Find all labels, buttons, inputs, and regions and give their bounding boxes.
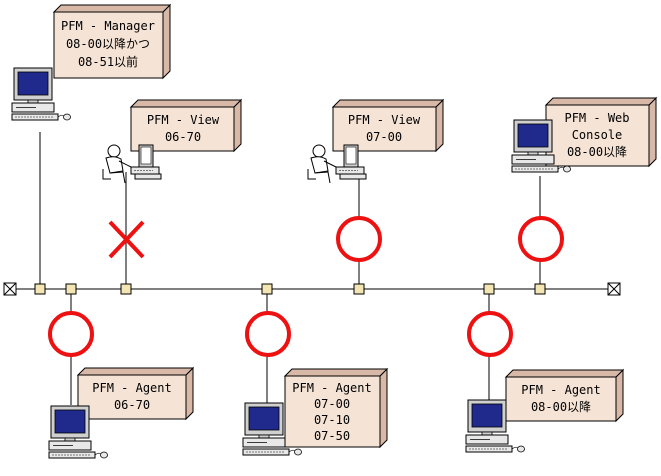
agent-old-label-box: PFM - Agent 06-70 [76,366,195,421]
view-new-label-line-1: PFM - View [348,113,421,127]
agent-mid-circle-mark-icon [245,311,291,357]
bus-node-view-new [353,283,365,295]
view-old-label-line-2: 06-70 [165,130,201,144]
web-console-label-box: PFM - Web Console 08-00以降 [544,96,658,168]
manager-label-line-2: 08-00以降かつ [66,37,150,51]
agent-mid-label-line-3: 07-10 [314,413,350,427]
bus-node-manager [34,283,46,295]
agent-mid-label-line-1: PFM - Agent [292,381,371,395]
agent-new-label-line-2: 08-00以降 [531,400,591,414]
view-old-label-box: PFM - View 06-70 [129,98,243,153]
bus-node-agent-old [65,283,77,295]
agent-old-label-line-2: 06-70 [114,398,150,412]
agent-new-label-box: PFM - Agent 08-00以降 [504,368,625,423]
web-console-label-line-1: PFM - Web [564,111,629,125]
manager-label-line-3: 08-51以前 [78,54,138,69]
view-new-circle-mark-icon [336,216,382,262]
web-console-label-line-2: Console [572,128,623,142]
agent-new-label-line-1: PFM - Agent [521,383,600,397]
manager-label-box: PFM - Manager 08-00以降かつ 08-51以前 [52,3,172,80]
view-old-cross-mark-icon [108,220,145,259]
bus-node-agent-new [483,283,495,295]
agent-mid-label-line-4: 07-50 [314,429,350,443]
web-console-circle-mark-icon [518,216,564,262]
view-new-label-box: PFM - View 07-00 [331,98,445,153]
bus-node-agent-mid [261,283,273,295]
agent-mid-label-box: PFM - Agent 07-00 07-10 07-50 [283,367,389,449]
view-old-label-line-1: PFM - View [147,113,220,127]
manager-label-line-1: PFM - Manager [61,19,155,33]
agent-new-circle-mark-icon [467,311,513,357]
web-console-label-line-3: 08-00以降 [567,145,627,159]
view-new-label-line-2: 07-00 [366,130,402,144]
agent-old-label-line-1: PFM - Agent [92,381,171,395]
bus-node-web-console [534,283,546,295]
bus-node-view-old [120,283,132,295]
agent-old-circle-mark-icon [48,311,94,357]
agent-mid-label-line-2: 07-00 [314,397,350,411]
